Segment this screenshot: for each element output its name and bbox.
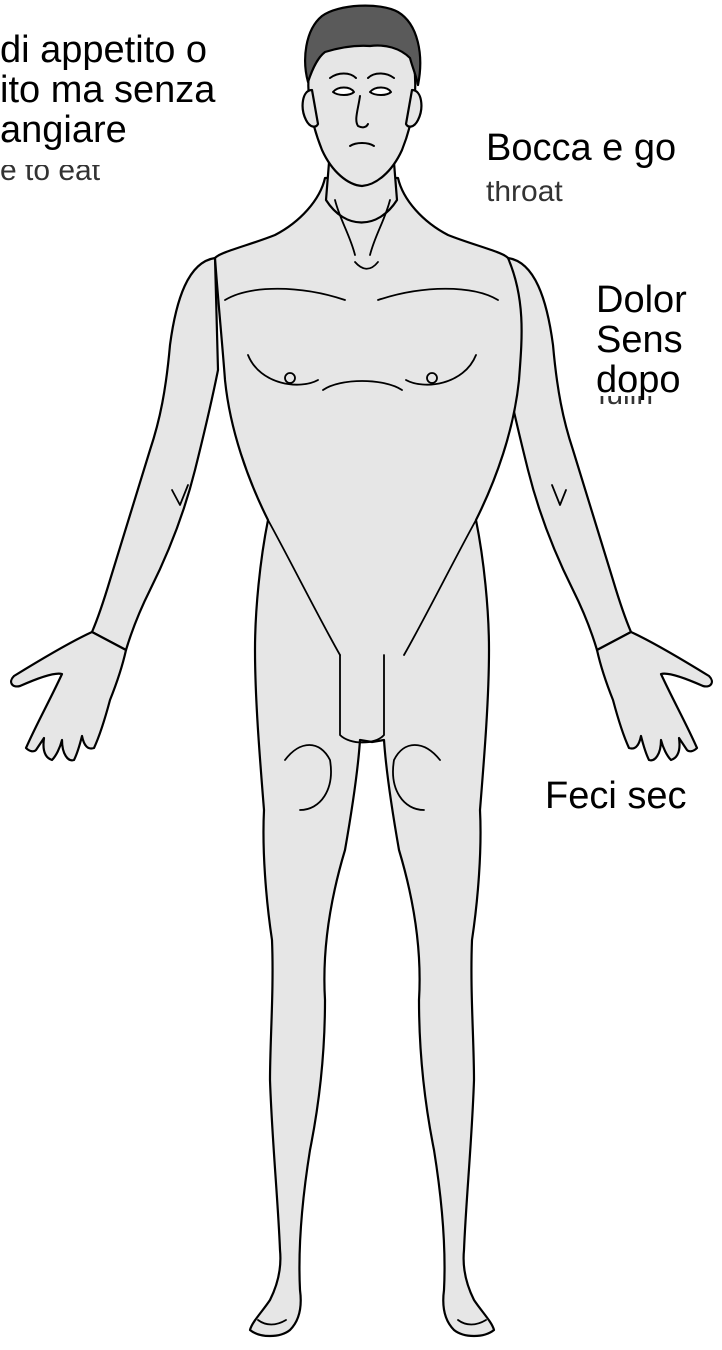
left-hand (11, 632, 126, 760)
mouth-throat-underlying-text: throat (486, 181, 563, 205)
mouth-throat-label: Bocca e go (486, 128, 676, 168)
appetite-label-line1: di appetito o (0, 30, 215, 70)
pain-label: Dolor Sens dopo (596, 280, 687, 400)
right-hand (597, 632, 712, 760)
torso-legs (215, 178, 522, 1336)
appetite-underlying-text: e to eat (0, 165, 145, 187)
pain-label-line3: dopo (596, 360, 687, 400)
appetite-label-line3: angiare (0, 110, 215, 150)
left-arm (92, 258, 218, 650)
appetite-label: di appetito o ito ma senza angiare (0, 30, 215, 150)
appetite-label-line2: ito ma senza (0, 70, 215, 110)
pain-underlying-text: fulln (598, 396, 722, 410)
stool-label: Feci sec (545, 776, 686, 816)
pain-label-line2: Sens (596, 320, 687, 360)
pain-label-line1: Dolor (596, 280, 687, 320)
